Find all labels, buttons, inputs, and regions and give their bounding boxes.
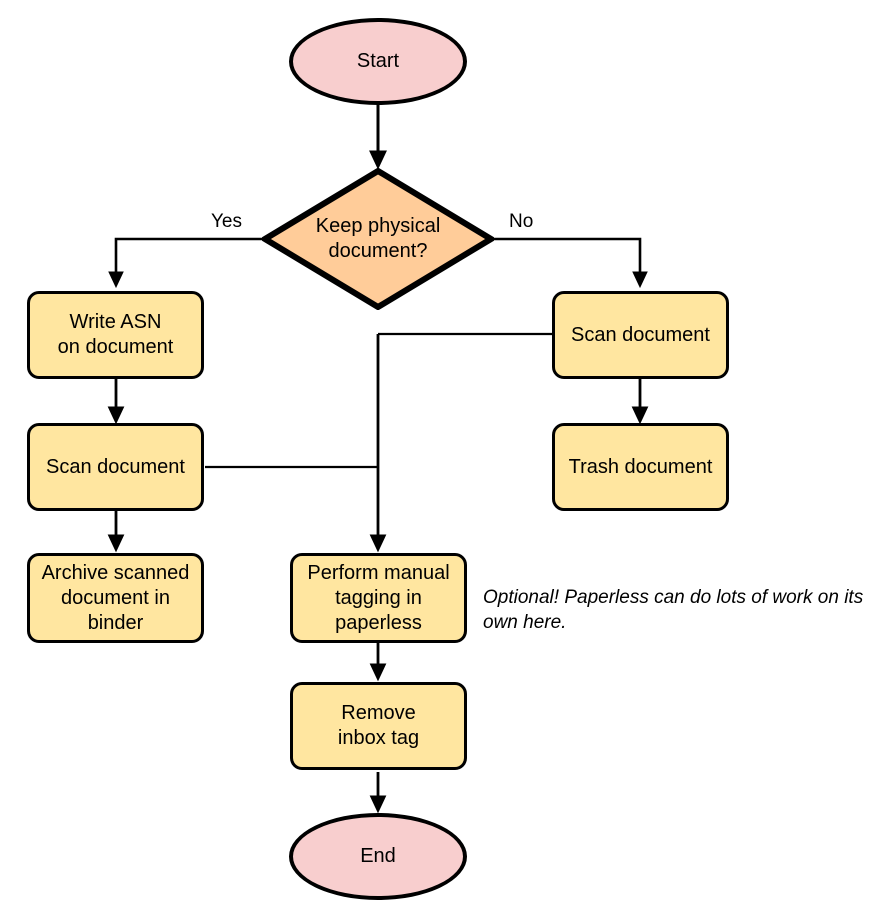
node-write-asn-on-document[interactable]: Write ASN on document [27, 291, 204, 379]
node-write-asn-label: Write ASN on document [57, 311, 174, 358]
diamond-shape [262, 168, 494, 310]
node-start-label: Start [356, 50, 400, 72]
annotation-optional-note: Optional! Paperless can do lots of work … [483, 587, 864, 633]
node-start[interactable]: Start [289, 18, 467, 105]
node-scan-document-left[interactable]: Scan document [27, 423, 204, 511]
node-trash-document[interactable]: Trash document [552, 423, 729, 511]
node-end-label: End [360, 845, 396, 867]
node-tagging-label: Perform manual tagging in paperless [307, 561, 450, 634]
edge-label-yes: Yes [211, 211, 242, 232]
node-trash-document-label: Trash document [568, 455, 713, 478]
node-scan-document-left-label: Scan document [46, 455, 185, 478]
node-scan-document-right-label: Scan document [571, 323, 710, 346]
node-archive-scanned-document-in-binder[interactable]: Archive scanned document in binder [27, 553, 204, 643]
edge-decision-to-scan-right [492, 237, 648, 289]
node-archive-label: Archive scanned document in binder [41, 561, 190, 634]
edge-label-no: No [509, 211, 534, 232]
node-perform-manual-tagging-in-paperless[interactable]: Perform manual tagging in paperless [290, 553, 467, 643]
node-remove-inbox-tag[interactable]: Remove inbox tag [290, 682, 467, 770]
node-decision-label: Keep physical document? [315, 215, 441, 262]
node-decision-keep-physical-document[interactable]: Keep physical document? [262, 168, 494, 310]
edge-decision-to-write-asn [108, 237, 264, 289]
node-remove-inbox-tag-label: Remove inbox tag [337, 702, 420, 749]
node-end[interactable]: End [289, 813, 467, 900]
node-scan-document-right[interactable]: Scan document [552, 291, 729, 379]
